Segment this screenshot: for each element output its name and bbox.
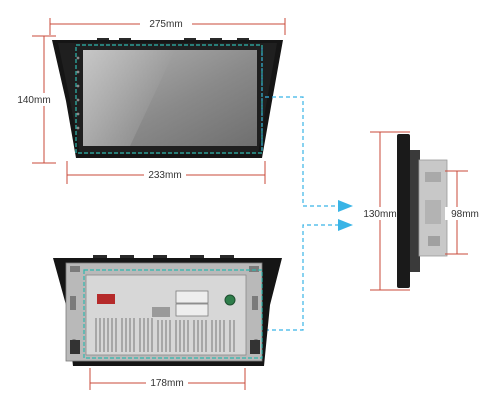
rear-width-label: 178mm (150, 378, 183, 389)
side-view: 130mm 98mm (359, 131, 485, 291)
screen-width-label: 233mm (148, 170, 181, 181)
front-width-label: 275mm (149, 19, 182, 30)
side-height-label: 130mm (363, 209, 396, 220)
rear-antenna-connector (224, 294, 236, 306)
rear-pin-headers (95, 318, 235, 352)
rear-red-connector (97, 294, 115, 304)
rear-view: 178mm (53, 255, 282, 390)
rear-outline (83, 269, 263, 359)
front-side-buttons (76, 56, 80, 130)
front-view: 275mm 140mm (14, 17, 286, 184)
side-depth-label: 98mm (451, 209, 479, 220)
front-height-label: 140mm (17, 95, 50, 106)
side-bezel (397, 134, 410, 288)
arrow-rear-to-side (265, 219, 353, 331)
arrow-front-to-side (265, 96, 353, 212)
